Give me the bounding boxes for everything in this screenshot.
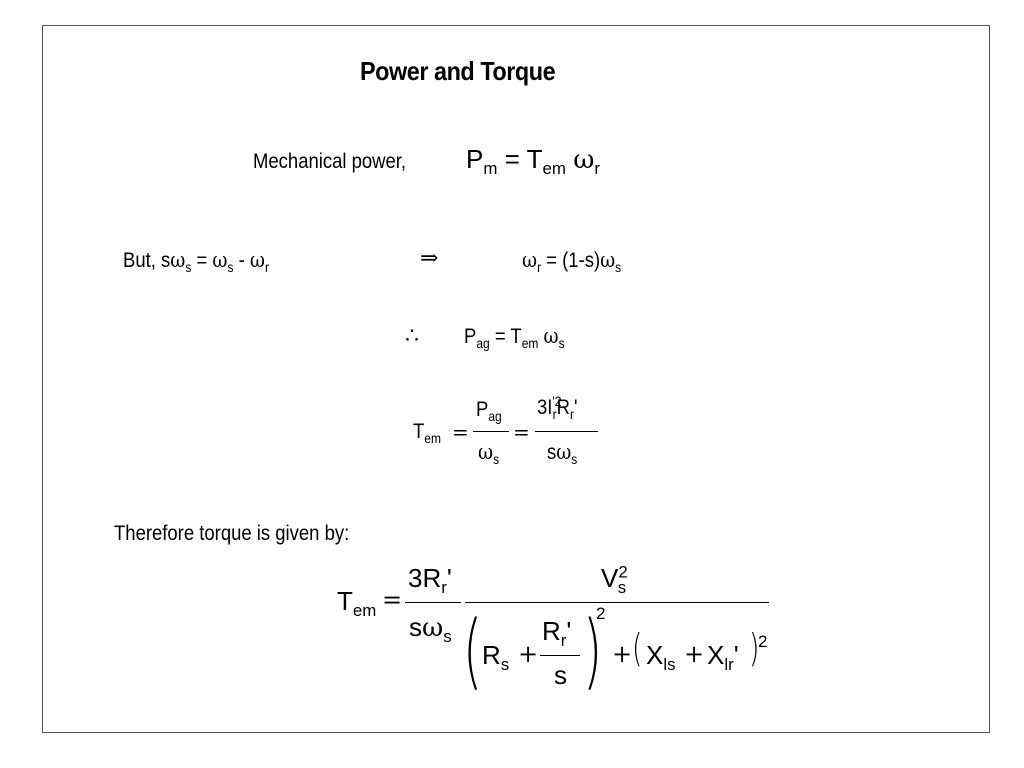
left-paren-2: ( <box>632 626 643 670</box>
den-rs: Rs <box>482 640 510 675</box>
final-tem-lhs: Tem <box>337 586 377 621</box>
g2-bar <box>465 602 769 603</box>
den-square-1: 2 <box>596 604 606 623</box>
slip-equation: But, sωs = ωs - ωr <box>123 248 269 276</box>
therefore-torque-text: Therefore torque is given by: <box>114 522 350 545</box>
den-frac-denominator: s <box>554 660 567 690</box>
den-frac-numerator: Rr' <box>542 616 572 651</box>
frac1-bar <box>473 431 509 432</box>
frac2-bar <box>535 431 598 432</box>
equation-pag: Pag = Tem ωs <box>464 324 565 352</box>
den-square-2: 2 <box>758 632 768 651</box>
equals-2: = <box>513 420 530 444</box>
equals-1: = <box>452 420 469 444</box>
den-plus-3: + <box>684 640 705 668</box>
slide-frame <box>42 25 990 733</box>
g1-denominator: sωs <box>409 612 452 647</box>
frac2-denominator: sωs <box>547 440 578 468</box>
frac1-denominator: ωs <box>478 440 500 468</box>
right-paren-2: ) <box>749 626 760 670</box>
g1-bar <box>405 602 461 603</box>
frac1-numerator: Pag <box>476 398 502 425</box>
tem-lhs: Tem <box>413 420 441 447</box>
den-frac-bar <box>540 655 580 656</box>
left-paren: ( <box>463 604 483 699</box>
den-xlr: Xlr' <box>707 640 739 675</box>
right-paren: ) <box>583 604 603 699</box>
den-plus-1: + <box>518 640 539 668</box>
mechanical-power-label: Mechanical power, <box>253 150 407 173</box>
therefore-symbol: ∴ <box>405 324 419 349</box>
rotor-speed-equation: ωr = (1-s)ωs <box>522 248 622 276</box>
final-equals: = <box>382 586 403 614</box>
slide-title: Power and Torque <box>360 56 556 86</box>
den-xls: Xls <box>646 640 676 675</box>
g2-numerator: V2s <box>601 562 628 598</box>
g1-numerator: 3Rr' <box>408 563 452 598</box>
frac2-numerator: 3I'2rRr' <box>537 394 578 423</box>
implies-symbol: ⇒ <box>420 246 439 271</box>
den-plus-2: + <box>612 640 633 668</box>
equation-pm: Pm = Tem ωr <box>466 144 601 179</box>
